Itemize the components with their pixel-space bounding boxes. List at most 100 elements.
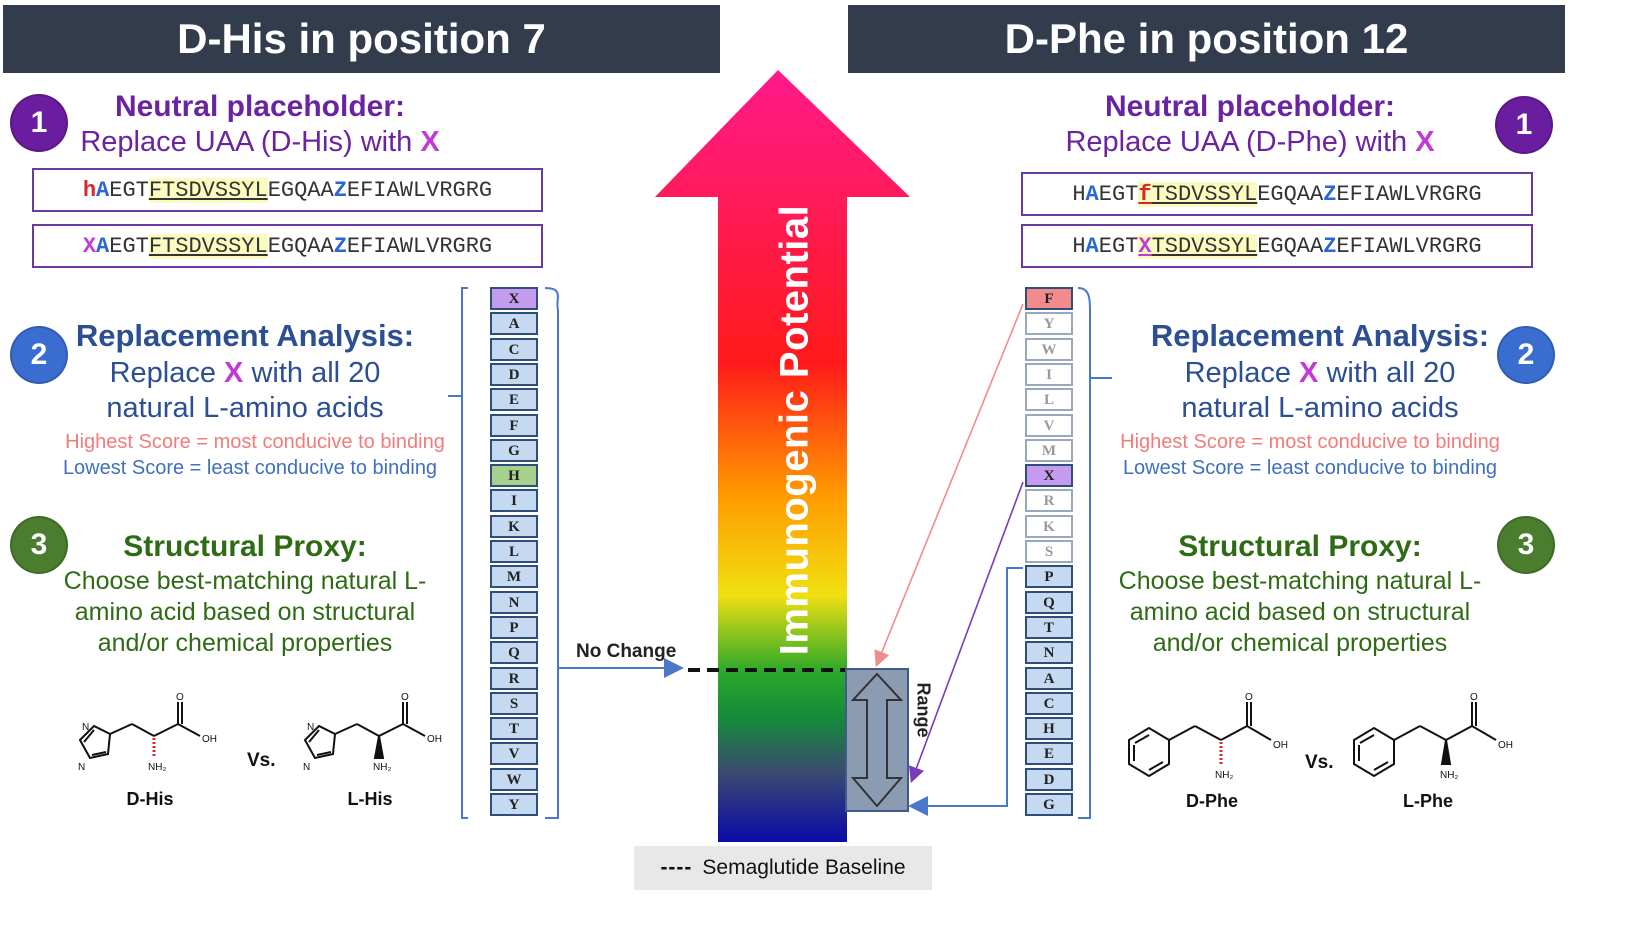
right-aa-cell: T xyxy=(1025,615,1073,639)
svg-text:N: N xyxy=(82,722,89,733)
left-step1-sub-text: Replace UAA (D-His) with xyxy=(80,126,421,158)
right-seq1-h: H xyxy=(1072,181,1086,207)
right-step3-circle: 3 xyxy=(1497,516,1555,574)
range-label: Range xyxy=(913,682,934,738)
right-seq2-end: EFIAWLVRGRG xyxy=(1336,233,1482,259)
right-aa-cell: F xyxy=(1025,287,1073,310)
right-seq2-z: Z xyxy=(1323,233,1337,259)
left-step1-circle: 1 xyxy=(10,94,68,152)
right-header-text: D-Phe in position 12 xyxy=(1004,15,1409,62)
left-aa-cell: D xyxy=(490,362,538,386)
svg-text:NH₂: NH₂ xyxy=(148,762,166,773)
right-step3-line3: and/or chemical properties xyxy=(1152,629,1448,657)
right-aa-cell: H xyxy=(1025,717,1073,741)
right-aa-cell: S xyxy=(1025,540,1073,563)
right-step3-line1: Choose best-matching natural L- xyxy=(1118,567,1482,595)
svg-text:N: N xyxy=(303,762,310,773)
right-step1-number: 1 xyxy=(1515,108,1533,141)
right-seq1-f: f xyxy=(1138,181,1152,207)
left-seq2-highlight: FTSDVSSYL xyxy=(148,233,268,259)
left-seq1-z: Z xyxy=(333,177,347,203)
right-step2-line1-post: with all 20 xyxy=(1318,357,1456,389)
left-step3-line2: amino acid based on structural xyxy=(74,598,416,626)
right-vs: Vs. xyxy=(1305,752,1334,773)
right-aa-cell: D xyxy=(1025,767,1073,791)
left-vs: Vs. xyxy=(247,750,276,771)
right-aa-cell: I xyxy=(1025,362,1073,386)
right-seq1-mid: EGQAA xyxy=(1257,181,1324,207)
left-step1-number: 1 xyxy=(30,106,48,139)
right-step2-number: 2 xyxy=(1517,338,1535,371)
left-step2-title: Replacement Analysis: xyxy=(75,318,415,353)
right-step2-title: Replacement Analysis: xyxy=(1150,318,1490,353)
right-seq2-mid: EGQAA xyxy=(1257,233,1324,259)
right-step2-circle: 2 xyxy=(1497,326,1555,384)
svg-text:OH: OH xyxy=(427,734,442,745)
left-low-score-note: Lowest Score = least conducive to bindin… xyxy=(62,457,438,479)
right-seq1-a: A xyxy=(1085,181,1099,207)
no-change-label: No Change xyxy=(576,641,677,662)
left-aa-cell: X xyxy=(490,287,538,310)
svg-text:NH₂: NH₂ xyxy=(1215,770,1233,781)
left-seq1-mid: EGQAA xyxy=(267,177,334,203)
left-step1-x: X xyxy=(420,126,440,158)
left-step2-line2: natural L-amino acids xyxy=(106,392,384,424)
right-aa-cell: C xyxy=(1025,691,1073,715)
left-aa-cell: A xyxy=(490,312,538,336)
left-seq1-highlight: FTSDVSSYL xyxy=(148,177,268,203)
left-seq1-h: h xyxy=(82,177,97,203)
left-step3-circle: 3 xyxy=(10,516,68,574)
left-column-right-brace xyxy=(544,287,559,819)
right-aa-cell: R xyxy=(1025,489,1073,513)
left-step2-x: X xyxy=(224,357,244,389)
left-mol2-label: L-His xyxy=(347,789,393,809)
right-step2-line2: natural L-amino acids xyxy=(1181,392,1459,424)
right-seq1-highlight: TSDVSSYL xyxy=(1151,181,1258,207)
right-seq2-a: A xyxy=(1085,233,1099,259)
right-aa-cell: W xyxy=(1025,337,1073,361)
right-aa-cell: P xyxy=(1025,565,1073,589)
left-aa-cell: V xyxy=(490,742,538,766)
right-aa-cell: L xyxy=(1025,388,1073,412)
baseline-legend: ---- Semaglutide Baseline xyxy=(634,846,932,890)
right-aa-cell: K xyxy=(1025,514,1073,538)
left-aa-cell: S xyxy=(490,691,538,715)
left-aa-cell: C xyxy=(490,337,538,361)
left-seq2-mid: EGQAA xyxy=(267,233,334,259)
right-header: D-Phe in position 12 xyxy=(848,5,1565,73)
right-step1-x: X xyxy=(1415,126,1435,158)
right-seq2-h: H xyxy=(1072,233,1086,259)
right-step1-sub: Replace UAA (D-Phe) with X xyxy=(1030,126,1470,159)
left-step2-number: 2 xyxy=(30,338,48,371)
right-step2-x: X xyxy=(1299,357,1319,389)
arrow-shape xyxy=(655,70,910,842)
svg-text:N: N xyxy=(78,762,85,773)
left-aa-cell: G xyxy=(490,438,538,462)
left-aa-cell: T xyxy=(490,717,538,741)
right-mol2-label: L-Phe xyxy=(1402,791,1453,811)
right-aa-cell: X xyxy=(1025,464,1073,488)
right-seq1-egt: EGT xyxy=(1098,181,1139,207)
right-aa-cell: E xyxy=(1025,742,1073,766)
left-aa-cell: P xyxy=(490,615,538,639)
right-aa-cell: A xyxy=(1025,666,1073,690)
left-aa-cell: Y xyxy=(490,793,538,816)
left-high-score-note: Highest Score = most conducive to bindin… xyxy=(65,431,445,453)
left-aa-cell: L xyxy=(490,540,538,563)
right-step2-line1-pre: Replace xyxy=(1184,357,1300,389)
svg-text:OH: OH xyxy=(1498,740,1513,751)
svg-text:N: N xyxy=(307,722,314,733)
right-mol1-label: D-Phe xyxy=(1185,791,1238,811)
right-aa-cell: M xyxy=(1025,438,1073,462)
left-step1-title: Neutral placeholder: xyxy=(114,90,406,123)
left-seq1-egt: EGT xyxy=(109,177,149,203)
right-step1-circle: 1 xyxy=(1495,96,1553,154)
left-step1-sub: Replace UAA (D-His) with X xyxy=(50,126,470,159)
right-aa-cell: Y xyxy=(1025,312,1073,336)
left-seq1-a: A xyxy=(96,177,110,203)
left-step3-title: Structural Proxy: xyxy=(123,530,367,563)
